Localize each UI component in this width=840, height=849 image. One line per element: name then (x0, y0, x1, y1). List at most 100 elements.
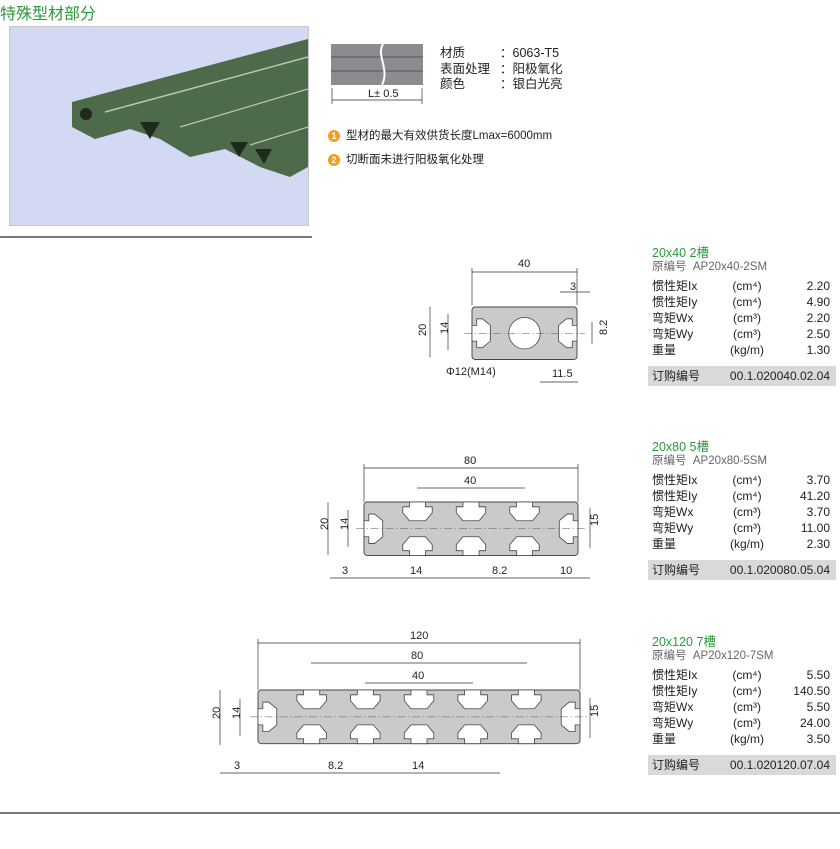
spec-row: 惯性矩Iy (cm⁴) 4.90 (648, 294, 836, 310)
order-number-row: 订购编号 00.1.020080.05.04 (648, 560, 836, 580)
page-title: 特殊型材部分 (0, 6, 97, 23)
spec-row: 惯性矩Iy (cm⁴) 140.50 (648, 683, 836, 699)
order-number: 00.1.020040.02.04 (729, 369, 830, 383)
product-name: 20x120 7槽 (652, 635, 716, 649)
spec-row: 惯性矩Ix (cm⁴) 5.50 (648, 667, 836, 683)
spec-row: 惯性矩Ix(cm⁴)2.20 (648, 278, 836, 294)
spec-value: 4.90 (806, 295, 830, 309)
dim-width-inner: 40 (464, 475, 476, 487)
spec-label: 重量 (652, 343, 677, 357)
order-number: 00.1.020080.05.04 (729, 563, 830, 577)
spec-row: 弯矩Wy(cm³)24.00 (648, 715, 836, 731)
order-number-row: 订购编号 00.1.020040.02.04 (648, 366, 836, 386)
spec-unit: (cm⁴) (732, 295, 762, 309)
spec-value: 5.50 (806, 700, 830, 714)
spec-label: 重量 (652, 732, 677, 746)
divider (0, 812, 840, 814)
divider (0, 236, 312, 238)
length-tolerance: L± 0.5 (368, 88, 399, 100)
dim-d: 10 (560, 565, 572, 577)
spec-unit: (kg/m) (730, 537, 764, 551)
original-code: 原编号 AP20x120-7SM (652, 650, 774, 662)
product-name: 20x80 5槽 (652, 440, 709, 454)
material-properties: 材质：6063-T5 表面处理：阳极氧化 颜色：银白光亮 (440, 46, 563, 93)
number-badge-icon: 2 (328, 154, 340, 166)
spec-row: 重量 (kg/m) 3.50 (648, 731, 836, 747)
spec-label: 惯性矩Ix (652, 473, 698, 487)
spec-label: 重量 (652, 537, 677, 551)
spec-unit: (cm³) (733, 327, 761, 341)
dim-slot-width: 8.2 (598, 320, 610, 335)
spec-unit: (cm⁴) (732, 684, 762, 698)
spec-row: 重量(kg/m)1.30 (648, 342, 836, 358)
property-row: 颜色：银白光亮 (440, 77, 563, 91)
property-value: 银白光亮 (512, 77, 563, 91)
original-code: 原编号 AP20x40-2SM (652, 261, 768, 273)
number-badge-icon: 1 (328, 130, 340, 142)
dim-height: 20 (319, 518, 331, 530)
dim-right: 15 (589, 514, 601, 526)
spec-row: 弯矩Wx(cm³)5.50 (648, 699, 836, 715)
note-item: 1 型材的最大有效供货长度Lmax=6000mm (328, 124, 552, 148)
property-value: 6063-T5 (512, 46, 560, 60)
spec-label: 弯矩Wx (652, 700, 694, 714)
spec-value: 2.50 (806, 327, 830, 341)
spec-value: 3.70 (806, 505, 830, 519)
property-value: 阳极氧化 (512, 61, 563, 76)
spec-value: 2.20 (806, 311, 830, 325)
spec-value: 5.50 (806, 668, 830, 682)
spec-value: 140.50 (793, 684, 830, 698)
dim-width-inner: 40 (412, 670, 424, 682)
spec-label: 弯矩Wx (652, 505, 694, 519)
dim-offset: 11.5 (552, 368, 573, 380)
property-label: 材质 (440, 46, 466, 60)
dim-width: 80 (464, 455, 476, 467)
spec-row: 惯性矩Iy(cm⁴)41.20 (648, 488, 836, 504)
note-text: 型材的最大有效供货长度Lmax=6000mm (346, 130, 553, 142)
profile-cross-section (464, 306, 585, 360)
dim-a: 3 (342, 565, 348, 577)
dim-right: 15 (589, 705, 601, 717)
note-item: 2 切断面未进行阳极氧化处理 (328, 148, 552, 172)
spec-label: 弯矩Wy (652, 521, 694, 535)
dim-a: 3 (234, 760, 240, 772)
spec-row: 弯矩Wy (cm³) 2.50 (648, 326, 836, 342)
spec-label: 惯性矩Ix (652, 668, 698, 682)
original-code: 原编号 AP20x80-5SM (652, 455, 768, 467)
spec-block-20x120: 20x120 7槽 原编号 AP20x120-7SM 惯性矩Ix (cm⁴) 5.5… (648, 635, 836, 775)
order-number: 00.1.020120.07.04 (729, 758, 830, 772)
property-row: 材质：6063-T5 (440, 46, 560, 60)
spec-label: 惯性矩Iy (652, 295, 698, 309)
spec-value: 41.20 (799, 489, 830, 503)
spec-label: 弯矩Wy (652, 716, 694, 730)
spec-value: 3.50 (806, 732, 830, 746)
property-label: 表面处理 (440, 61, 491, 76)
drawing-20x40: 40 3 20 14 8.2 Φ12(M14) 11.5 (417, 258, 610, 383)
spec-label: 弯矩Wy (652, 327, 694, 341)
spec-unit: (cm⁴) (732, 668, 762, 682)
product-name: 20x40 2槽 (652, 246, 709, 260)
dim-c: 8.2 (492, 565, 507, 577)
spec-unit: (kg/m) (730, 732, 764, 746)
spec-row: 弯矩Wx (cm³) 2.20 (648, 310, 836, 326)
dim-width: 40 (518, 258, 530, 270)
spec-unit: (cm³) (733, 716, 761, 730)
notes: 1 型材的最大有效供货长度Lmax=6000mm 2 切断面未进行阳极氧化处理 (328, 124, 552, 172)
spec-row: 重量 (kg/m) 2.30 (648, 536, 836, 552)
dim-inner: 14 (231, 707, 243, 719)
order-label: 订购编号 (652, 369, 701, 383)
spec-label: 弯矩Wx (652, 311, 694, 325)
property-row: 表面处理：阳极氧化 (440, 61, 563, 76)
order-label: 订购编号 (652, 563, 701, 577)
spec-value: 2.30 (806, 537, 830, 551)
spec-value: 3.70 (806, 473, 830, 487)
spec-row: 弯矩Wy(cm³)11.00 (648, 520, 836, 536)
profile-cross-section (355, 501, 587, 556)
dim-inner: 14 (439, 322, 451, 334)
dim-height: 20 (417, 324, 429, 336)
note-text: 切断面未进行阳极氧化处理 (346, 154, 484, 166)
drawing-20x80: 80 40 20 14 15 3 14 8.2 10 (319, 455, 601, 579)
spec-unit: (cm³) (733, 311, 761, 325)
spec-label: 惯性矩Iy (652, 684, 698, 698)
